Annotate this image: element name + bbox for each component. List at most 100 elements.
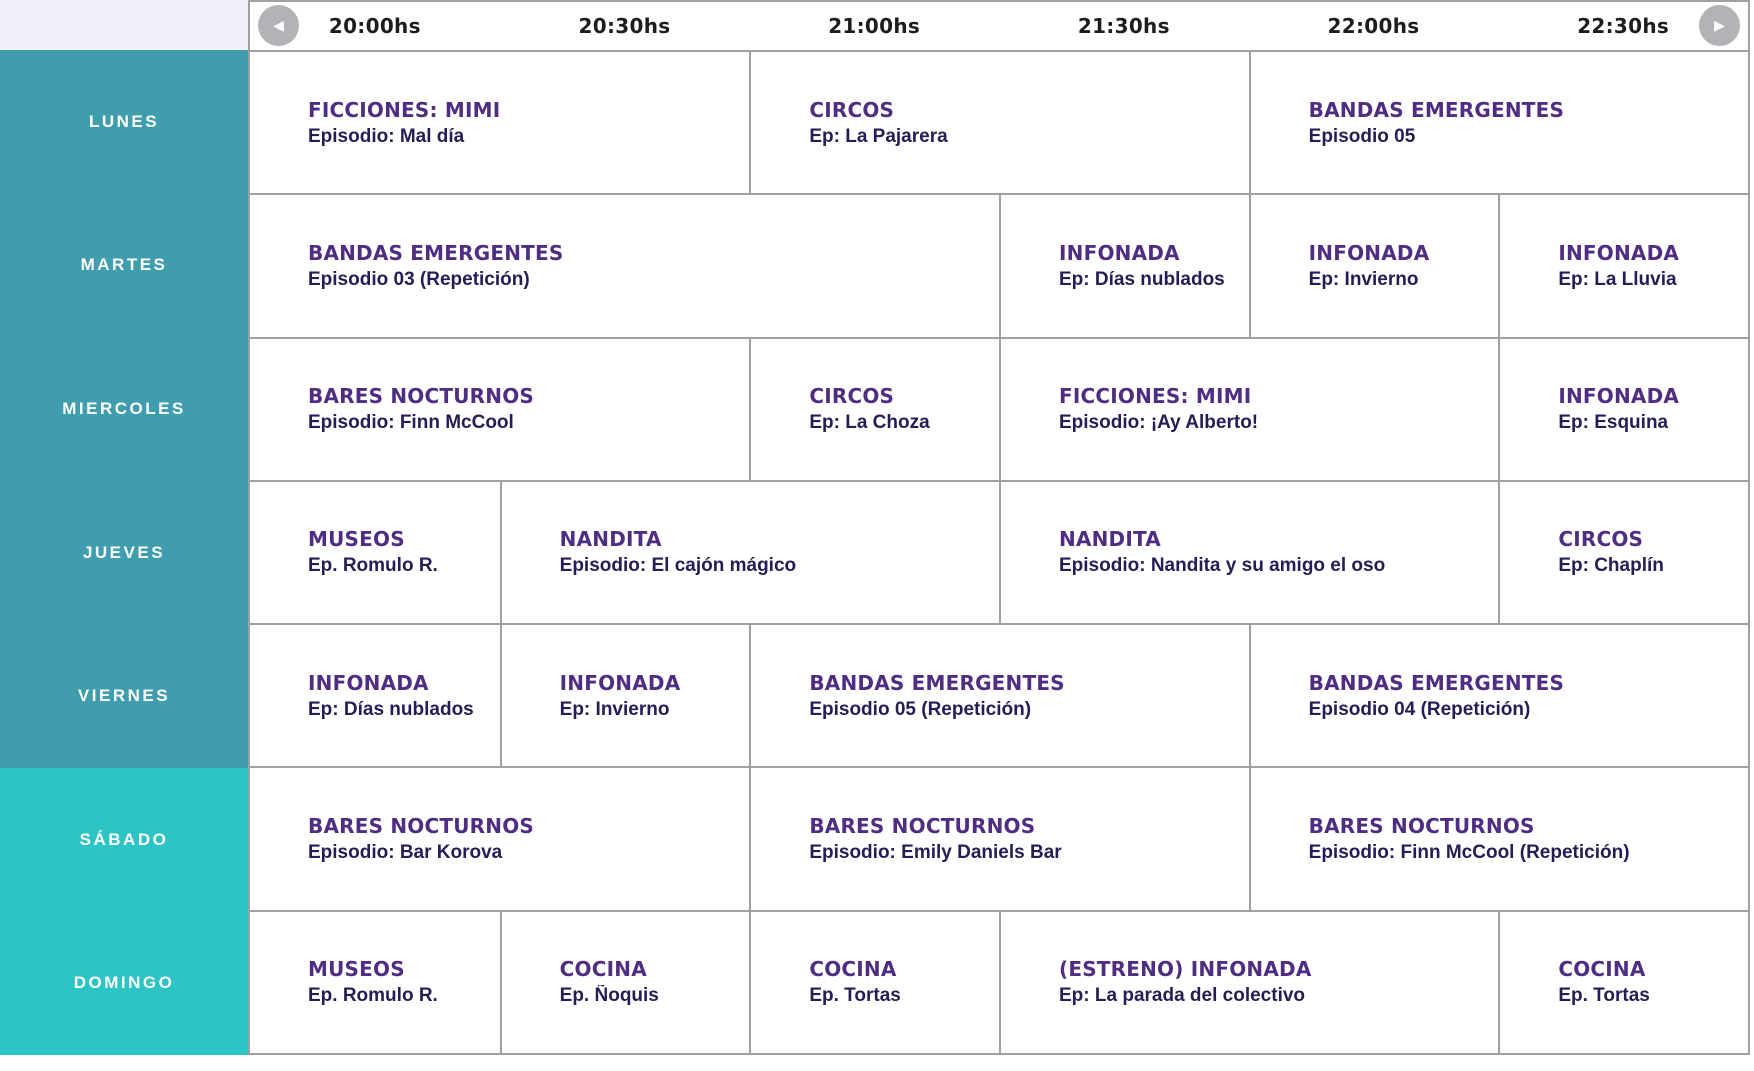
program-episode: Episodio: El cajón mágico <box>559 555 797 577</box>
program-title: FICCIONES: MIMI <box>308 97 501 122</box>
program-title: BANDAS EMERGENTES <box>1308 97 1565 122</box>
program-episode: Ep: Días nublados <box>308 698 474 720</box>
program-episode: Ep: Invierno <box>559 698 670 720</box>
program-cell-viernes-infonada-invierno[interactable]: INFONADA Ep: Invierno <box>499 623 750 767</box>
program-episode: Ep: La parada del colectivo <box>1059 985 1306 1007</box>
program-episode: Episodio: Mal día <box>308 125 465 147</box>
program-episode: Ep. Tortas <box>1558 985 1650 1007</box>
program-cell-jueves-museos[interactable]: MUSEOS Ep. Romulo R. <box>250 479 500 624</box>
sidebar-day-martes: MARTES <box>0 193 248 338</box>
program-cell-sabado-emily-daniels[interactable]: BARES NOCTURNOS Episodio: Emily Daniels … <box>749 766 1249 910</box>
program-title: BARES NOCTURNOS <box>308 814 534 839</box>
program-cell-miercoles-ficciones-mimi[interactable]: FICCIONES: MIMI Episodio: ¡Ay Alberto! <box>999 336 1499 480</box>
schedule-grid: 20:00hs 20:30hs 21:00hs 21:30hs 22:00hs … <box>248 0 1750 1055</box>
time-header-row: 20:00hs 20:30hs 21:00hs 21:30hs 22:00hs … <box>250 2 1748 50</box>
program-episode: Ep. Tortas <box>809 985 901 1007</box>
program-cell-jueves-nandita-amigo-oso[interactable]: NANDITA Episodio: Nandita y su amigo el … <box>999 479 1499 624</box>
program-episode: Episodio 04 (Repetición) <box>1308 698 1531 720</box>
program-title: INFONADA <box>1558 240 1680 265</box>
program-title: CIRCOS <box>809 97 895 122</box>
program-cell-martes-infonada-dias-nublados[interactable]: INFONADA Ep: Días nublados <box>999 193 1249 337</box>
prev-time-button[interactable]: ◀ <box>258 5 299 46</box>
program-title: MUSEOS <box>308 957 405 982</box>
program-title: BARES NOCTURNOS <box>809 814 1036 839</box>
time-label-2030: 20:30hs <box>578 14 671 38</box>
program-episode: Episodio: ¡Ay Alberto! <box>1059 412 1259 434</box>
program-cell-martes-infonada-invierno[interactable]: INFONADA Ep: Invierno <box>1248 193 1499 337</box>
sidebar-day-miercoles: MIERCOLES <box>0 337 248 481</box>
program-cell-lunes-circos[interactable]: CIRCOS Ep: La Pajarera <box>749 50 1249 194</box>
program-title: NANDITA <box>1059 527 1161 552</box>
program-episode: Ep: La Lluvia <box>1558 268 1677 290</box>
program-cell-jueves-nandita-cajon-magico[interactable]: NANDITA Episodio: El cajón mágico <box>499 479 999 624</box>
program-episode: Ep: La Pajarera <box>809 125 948 147</box>
time-label-2130: 21:30hs <box>1077 14 1170 38</box>
program-cell-miercoles-circos[interactable]: CIRCOS Ep: La Choza <box>749 336 999 480</box>
program-episode: Episodio: Nandita y su amigo el oso <box>1059 555 1386 577</box>
program-cell-viernes-bandas-04[interactable]: BANDAS EMERGENTES Episodio 04 (Repetició… <box>1248 623 1748 767</box>
program-title: COCINA <box>559 957 647 982</box>
program-episode: Ep: Chaplín <box>1558 555 1664 577</box>
program-episode: Episodio 05 (Repetición) <box>809 698 1032 720</box>
program-episode: Episodio: Bar Korova <box>308 842 503 864</box>
left-arrow-icon: ◀ <box>273 17 284 34</box>
program-cell-domingo-cocina-tortas-2[interactable]: COCINA Ep. Tortas <box>1498 909 1748 1053</box>
program-episode: Ep. Romulo R. <box>308 555 438 577</box>
corner-block <box>0 0 248 50</box>
program-title: CIRCOS <box>1558 527 1644 552</box>
program-cell-domingo-cocina-tortas-1[interactable]: COCINA Ep. Tortas <box>749 909 999 1053</box>
program-title: COCINA <box>1558 957 1646 982</box>
program-title: (ESTRENO) INFONADA <box>1059 957 1312 982</box>
program-cell-sabado-finn-mccool[interactable]: BARES NOCTURNOS Episodio: Finn McCool (R… <box>1248 766 1748 910</box>
program-title: INFONADA <box>1308 240 1430 265</box>
program-title: INFONADA <box>308 670 429 695</box>
program-title: INFONADA <box>1059 240 1180 265</box>
program-episode: Episodio: Finn McCool (Repetición) <box>1308 842 1630 864</box>
program-cell-viernes-bandas-05[interactable]: BANDAS EMERGENTES Episodio 05 (Repetició… <box>749 623 1249 767</box>
day-sidebar: LUNES MARTES MIERCOLES JUEVES VIERNES SÁ… <box>0 50 248 1056</box>
program-cell-viernes-infonada-dias-nublados[interactable]: INFONADA Ep: Días nublados <box>250 623 500 767</box>
program-title: BARES NOCTURNOS <box>1308 814 1535 839</box>
time-label-2200: 22:00hs <box>1327 14 1420 38</box>
program-title: BARES NOCTURNOS <box>308 384 534 409</box>
program-title: FICCIONES: MIMI <box>1059 384 1252 409</box>
program-cell-miercoles-bares-nocturnos[interactable]: BARES NOCTURNOS Episodio: Finn McCool <box>250 336 750 480</box>
program-cell-jueves-circos-chaplin[interactable]: CIRCOS Ep: Chaplín <box>1498 479 1748 624</box>
program-episode: Ep: La Choza <box>809 412 930 434</box>
program-title: CIRCOS <box>809 384 895 409</box>
program-title: INFONADA <box>559 670 681 695</box>
program-episode: Ep. Ñoquis <box>559 985 659 1007</box>
program-cell-domingo-estreno-infonada[interactable]: (ESTRENO) INFONADA Ep: La parada del col… <box>999 909 1499 1053</box>
program-episode: Ep: Días nublados <box>1059 268 1225 290</box>
program-cell-domingo-museos[interactable]: MUSEOS Ep. Romulo R. <box>250 909 500 1053</box>
program-episode: Episodio 03 (Repetición) <box>308 268 530 290</box>
program-title: COCINA <box>809 957 897 982</box>
program-title: BANDAS EMERGENTES <box>1308 670 1565 695</box>
sidebar-day-domingo: DOMINGO <box>0 911 248 1056</box>
program-episode: Ep. Romulo R. <box>308 985 438 1007</box>
program-title: BANDAS EMERGENTES <box>809 670 1065 695</box>
program-cell-lunes-ficciones-mimi[interactable]: FICCIONES: MIMI Episodio: Mal día <box>250 50 750 194</box>
program-cell-lunes-bandas-emergentes[interactable]: BANDAS EMERGENTES Episodio 05 <box>1248 50 1748 194</box>
program-episode: Episodio: Finn McCool <box>308 412 514 434</box>
program-cell-martes-bandas-emergentes[interactable]: BANDAS EMERGENTES Episodio 03 (Repetició… <box>250 193 999 337</box>
time-label-2230: 22:30hs <box>1577 14 1670 38</box>
program-title: MUSEOS <box>308 527 405 552</box>
program-cell-miercoles-infonada-esquina[interactable]: INFONADA Ep: Esquina <box>1498 336 1748 480</box>
program-episode: Ep: Esquina <box>1558 412 1669 434</box>
right-arrow-icon: ▶ <box>1714 17 1725 34</box>
program-cell-martes-infonada-la-lluvia[interactable]: INFONADA Ep: La Lluvia <box>1498 193 1748 337</box>
program-cell-domingo-cocina-noquis[interactable]: COCINA Ep. Ñoquis <box>499 909 750 1053</box>
program-title: NANDITA <box>559 527 662 552</box>
sidebar-day-lunes: LUNES <box>0 50 248 194</box>
program-cell-sabado-bar-korova[interactable]: BARES NOCTURNOS Episodio: Bar Korova <box>250 766 750 910</box>
program-episode: Episodio 05 <box>1308 125 1416 147</box>
next-time-button[interactable]: ▶ <box>1699 5 1740 46</box>
program-episode: Ep: Invierno <box>1308 268 1419 290</box>
program-title: BANDAS EMERGENTES <box>308 240 564 265</box>
program-title: INFONADA <box>1558 384 1680 409</box>
time-label-2100: 21:00hs <box>828 14 921 38</box>
sidebar-day-sabado: SÁBADO <box>0 767 248 912</box>
time-label-2000: 20:00hs <box>328 14 421 38</box>
